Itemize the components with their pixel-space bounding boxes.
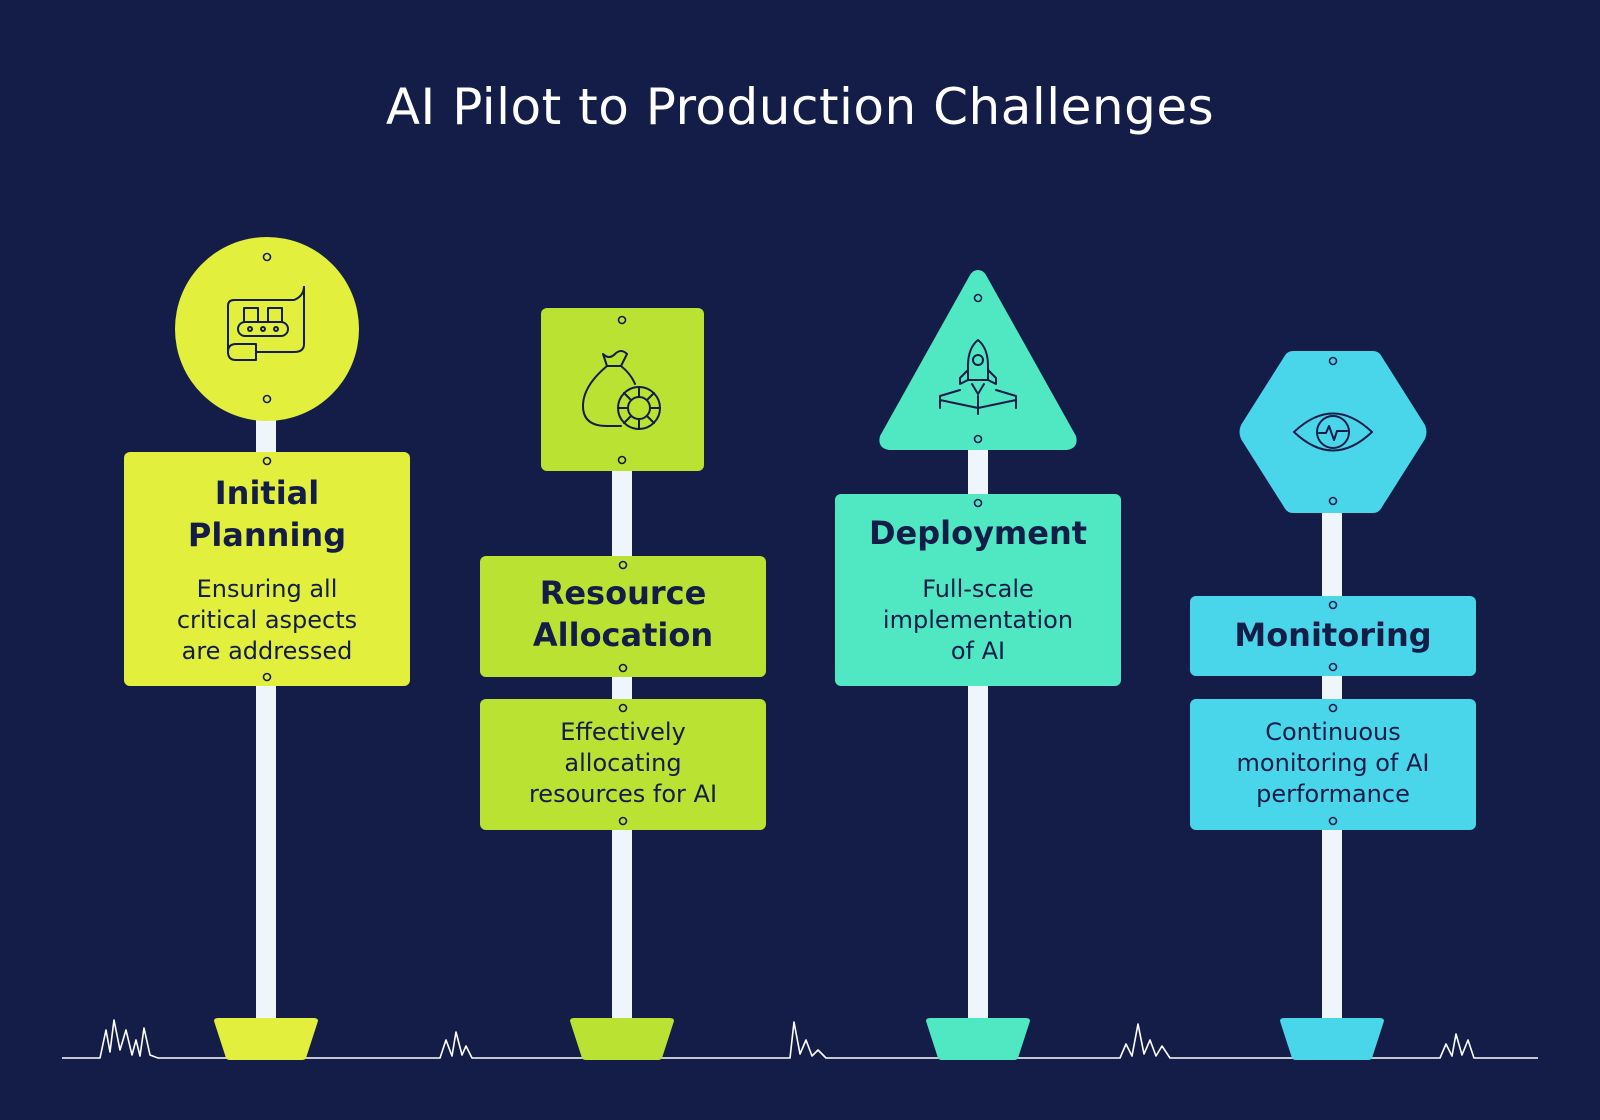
money-bag-coin-icon — [582, 350, 661, 430]
description-line: monitoring of AI — [1236, 749, 1430, 777]
rivets — [1328, 703, 1338, 826]
stage-card-initial-planning: Initial Planning Ensuring all critical a… — [124, 452, 410, 686]
stage-heading: Deployment — [868, 514, 1088, 552]
square-sign — [541, 308, 704, 471]
description-line: implementation — [882, 606, 1074, 634]
description-line: Continuous — [1265, 718, 1401, 746]
triangle-sign — [879, 270, 1077, 450]
stage-heading: Resource Allocation — [480, 572, 766, 656]
description-line: Full-scale — [922, 575, 1034, 603]
description-line: of AI — [950, 637, 1006, 665]
rivets — [618, 560, 628, 673]
stage-heading: Initial Planning — [124, 472, 410, 556]
heading-line: Resource — [539, 574, 707, 612]
rivets — [262, 456, 272, 682]
hexagon-sign — [1239, 351, 1427, 513]
description-line: critical aspects — [176, 606, 358, 634]
description-line: resources for AI — [528, 780, 718, 808]
stage-description: Continuous monitoring of AI performance — [1190, 717, 1476, 810]
stage-heading: Monitoring — [1234, 616, 1432, 654]
rivets — [618, 703, 628, 826]
description-line: performance — [1256, 780, 1410, 808]
rivets — [1328, 600, 1338, 672]
stage-card-deployment: Deployment Full-scale implementation of … — [835, 494, 1121, 686]
description-line: allocating — [564, 749, 682, 777]
stage-description-card: Continuous monitoring of AI performance — [1190, 699, 1476, 830]
heading-line: Initial — [214, 474, 320, 512]
stage-card-monitoring: Monitoring — [1190, 596, 1476, 676]
signpost-base — [214, 1018, 318, 1060]
signpost-base — [570, 1018, 674, 1060]
heading-line: Planning — [187, 516, 347, 554]
stage-description-card: Effectively allocating resources for AI — [480, 699, 766, 830]
stage-card-resource-allocation: Resource Allocation — [480, 556, 766, 677]
heading-line: Allocation — [532, 616, 714, 654]
rocket-launch-icon — [939, 339, 1017, 415]
signpost-base — [1280, 1018, 1384, 1060]
circle-sign — [175, 237, 359, 421]
rivets — [973, 498, 983, 508]
conveyor-blueprint-icon — [227, 286, 305, 361]
stage-description: Full-scale implementation of AI — [835, 574, 1121, 667]
description-line: are addressed — [181, 637, 353, 665]
stage-description: Effectively allocating resources for AI — [480, 717, 766, 810]
stage-description: Ensuring all critical aspects are addres… — [124, 574, 410, 667]
description-line: Effectively — [560, 718, 686, 746]
rivets — [617, 315, 627, 465]
signpost-base — [926, 1018, 1030, 1060]
page-title: AI Pilot to Production Challenges — [385, 78, 1215, 136]
description-line: Ensuring all — [196, 575, 338, 603]
eye-pulse-icon — [1293, 412, 1373, 452]
